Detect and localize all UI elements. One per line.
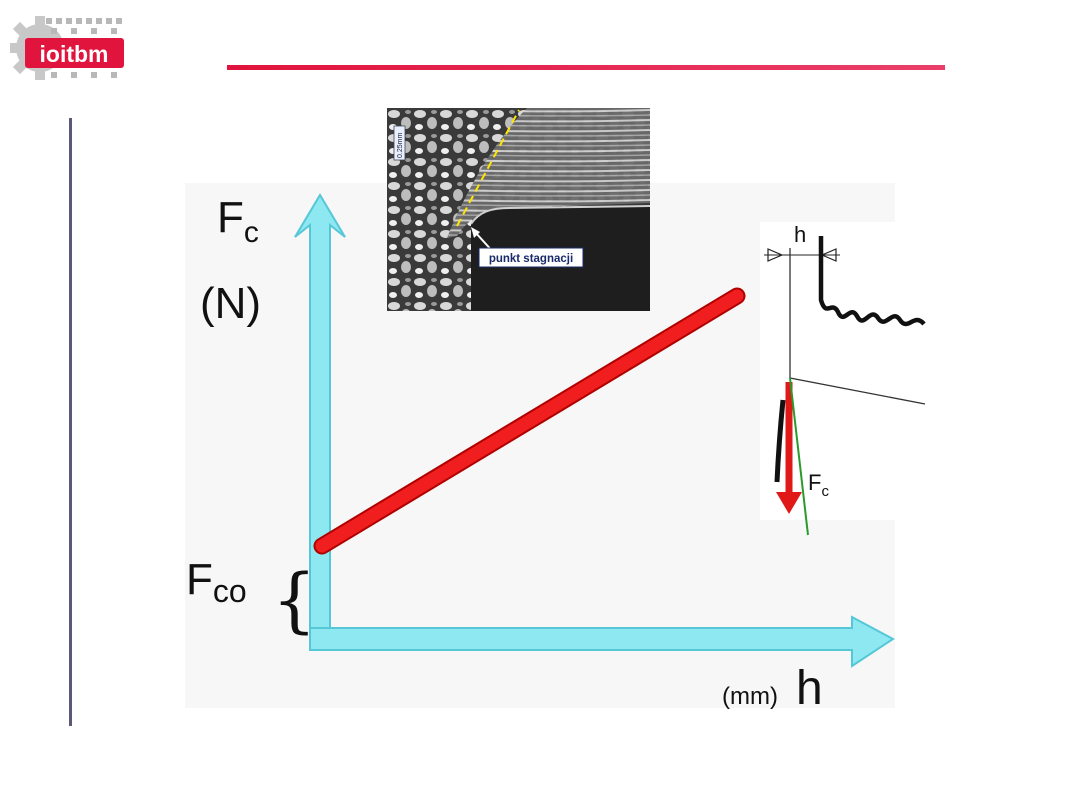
- tool-edge: [789, 377, 926, 405]
- callout-text: punkt stagnacji: [489, 253, 573, 265]
- intercept-brace: {: [272, 559, 317, 641]
- left-rule: [69, 118, 72, 726]
- y-axis-symbol: F: [217, 193, 244, 242]
- force-label: Fc: [808, 470, 829, 500]
- force-arrow-head: [776, 492, 802, 514]
- intercept-subscript: co: [213, 573, 247, 609]
- y-axis-label: Fc: [217, 193, 259, 249]
- logo-dot-pattern: [46, 18, 122, 78]
- micrograph-image: 0.25mm punkt stagnacji: [387, 108, 650, 311]
- edge-stroke: [774, 399, 786, 483]
- x-axis-symbol: h: [796, 662, 823, 715]
- x-axis-unit: (mm): [722, 683, 778, 710]
- tool-sketch: h Fc: [760, 222, 930, 536]
- force-symbol: F: [808, 470, 821, 495]
- force-line: [315, 289, 744, 553]
- scale-bar: [393, 125, 406, 161]
- logo-badge: [25, 38, 124, 68]
- y-axis-unit: (N): [200, 279, 261, 328]
- intercept-label: Fco: [186, 555, 247, 609]
- logo-text: ioitbm: [40, 41, 109, 67]
- scale-text: 0.25mm: [397, 133, 404, 158]
- thickness-label: h: [794, 222, 806, 247]
- force-subscript: c: [821, 483, 829, 500]
- resultant-line: [789, 377, 809, 536]
- shear-plane-line: [456, 109, 520, 227]
- company-logo: ioitbm: [10, 16, 124, 80]
- x-axis-arrow: [309, 615, 895, 668]
- dimension-arrow-right: [820, 248, 837, 262]
- intercept-symbol: F: [186, 555, 213, 604]
- header-rule: [227, 65, 945, 70]
- dimension-arrow-left: [767, 248, 784, 262]
- chip-curl: [818, 236, 926, 327]
- callout-box: [478, 247, 584, 268]
- y-axis-subscript: c: [244, 216, 259, 249]
